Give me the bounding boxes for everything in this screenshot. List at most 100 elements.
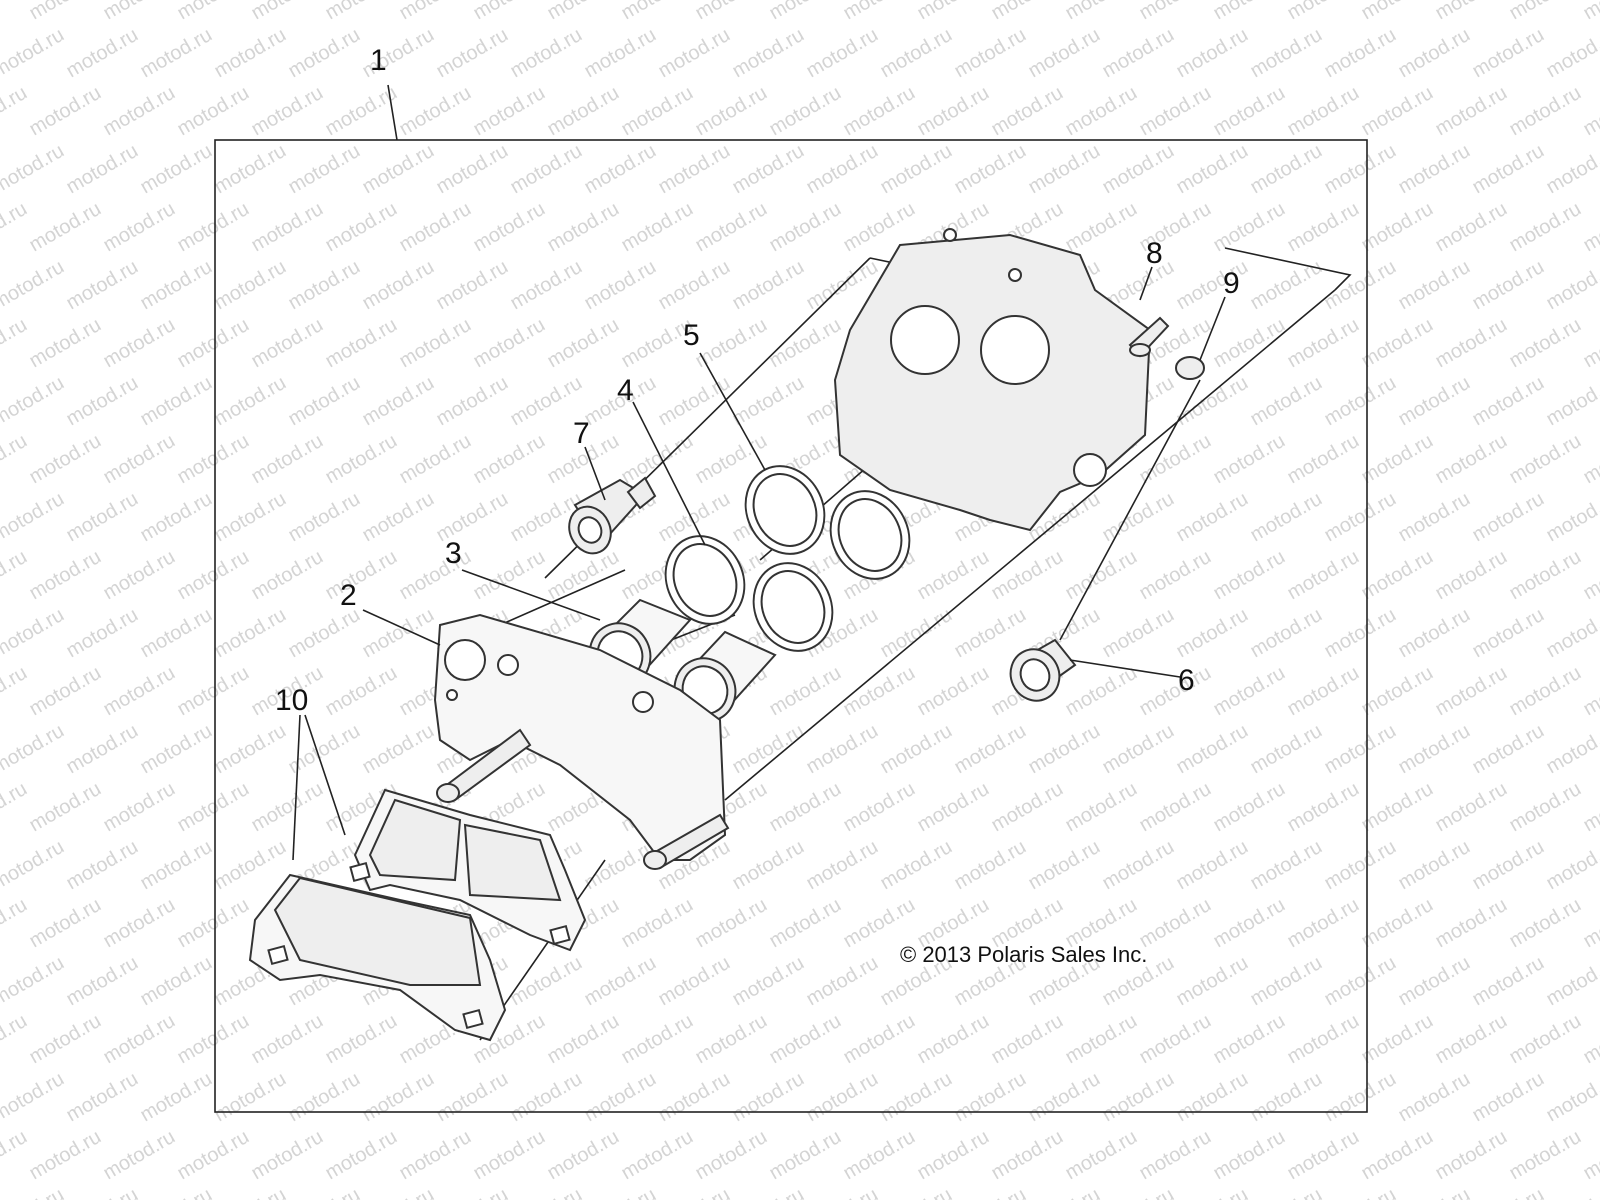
watermark-text: motod.ru: [1469, 836, 1548, 895]
watermark-text: motod.ru: [1506, 0, 1585, 24]
watermark-text: motod.ru: [1284, 1126, 1363, 1185]
watermark-text: motod.ru: [1025, 140, 1104, 199]
watermark-text: motod.ru: [951, 140, 1030, 199]
watermark-text: motod.ru: [988, 1010, 1067, 1069]
watermark-text: motod.ru: [1247, 1184, 1326, 1200]
watermark-text: motod.ru: [1210, 546, 1289, 605]
watermark-text: motod.ru: [470, 1126, 549, 1185]
watermark-text: motod.ru: [174, 430, 253, 489]
watermark-text: motod.ru: [1506, 430, 1585, 489]
watermark-text: motod.ru: [914, 662, 993, 721]
watermark-text: motod.ru: [174, 894, 253, 953]
watermark-text: motod.ru: [396, 198, 475, 257]
watermark-text: motod.ru: [63, 256, 142, 315]
watermark-text: motod.ru: [1099, 24, 1178, 83]
watermark-text: motod.ru: [988, 546, 1067, 605]
watermark-text: motod.ru: [0, 314, 31, 373]
watermark-text: motod.ru: [1062, 662, 1141, 721]
watermark-text: motod.ru: [174, 198, 253, 257]
watermark-text: motod.ru: [1321, 24, 1400, 83]
watermark-text: motod.ru: [1284, 430, 1363, 489]
watermark-text: motod.ru: [766, 778, 845, 837]
watermark-text: motod.ru: [655, 1184, 734, 1200]
watermark-text: motod.ru: [692, 82, 771, 141]
watermark-text: motod.ru: [248, 1126, 327, 1185]
watermark-text: motod.ru: [1099, 720, 1178, 779]
watermark-text: motod.ru: [63, 372, 142, 431]
watermark-text: motod.ru: [766, 1126, 845, 1185]
watermark-text: motod.ru: [359, 1184, 438, 1200]
watermark-text: motod.ru: [1247, 604, 1326, 663]
watermark-text: motod.ru: [1358, 82, 1437, 141]
watermark-text: motod.ru: [211, 256, 290, 315]
watermark-text: motod.ru: [396, 0, 475, 24]
watermark-text: motod.ru: [1136, 662, 1215, 721]
watermark-text: motod.ru: [1025, 24, 1104, 83]
watermark-text: motod.ru: [877, 604, 956, 663]
watermark-text: motod.ru: [618, 894, 697, 953]
watermark-text: motod.ru: [63, 140, 142, 199]
watermark-text: motod.ru: [1469, 604, 1548, 663]
watermark-text: motod.ru: [433, 1068, 512, 1127]
watermark-text: motod.ru: [1543, 604, 1600, 663]
watermark-text: motod.ru: [618, 0, 697, 24]
watermark-text: motod.ru: [766, 198, 845, 257]
watermark-text: motod.ru: [914, 1126, 993, 1185]
watermark-text: motod.ru: [322, 198, 401, 257]
watermark-text: motod.ru: [1321, 256, 1400, 315]
watermark-text: motod.ru: [951, 604, 1030, 663]
watermark-text: motod.ru: [1173, 24, 1252, 83]
watermark-text: motod.ru: [100, 82, 179, 141]
watermark-text: motod.ru: [1025, 1184, 1104, 1200]
callout-6: 6: [1178, 664, 1195, 697]
watermark-text: motod.ru: [1506, 314, 1585, 373]
watermark-text: motod.ru: [803, 1068, 882, 1127]
watermark-text: motod.ru: [914, 546, 993, 605]
watermark-text: motod.ru: [692, 0, 771, 24]
watermark-text: motod.ru: [137, 24, 216, 83]
watermark-text: motod.ru: [1432, 662, 1511, 721]
watermark-text: motod.ru: [433, 24, 512, 83]
watermark-text: motod.ru: [0, 140, 68, 199]
watermark-text: motod.ru: [1395, 488, 1474, 547]
watermark-text: motod.ru: [1395, 604, 1474, 663]
assembly-frame: [214, 139, 1368, 1113]
watermark-text: motod.ru: [63, 488, 142, 547]
watermark-text: motod.ru: [1247, 24, 1326, 83]
watermark-text: motod.ru: [0, 82, 31, 141]
watermark-text: motod.ru: [729, 836, 808, 895]
watermark-text: motod.ru: [1284, 894, 1363, 953]
watermark-text: motod.ru: [26, 546, 105, 605]
watermark-text: motod.ru: [396, 82, 475, 141]
watermark-text: motod.ru: [877, 836, 956, 895]
watermark-text: motod.ru: [803, 1184, 882, 1200]
watermark-text: motod.ru: [1099, 140, 1178, 199]
watermark-text: motod.ru: [1432, 1126, 1511, 1185]
watermark-text: motod.ru: [655, 140, 734, 199]
watermark-text: motod.ru: [1284, 662, 1363, 721]
watermark-text: motod.ru: [1136, 1010, 1215, 1069]
watermark-text: motod.ru: [1173, 836, 1252, 895]
watermark-text: motod.ru: [507, 1068, 586, 1127]
watermark-text: motod.ru: [396, 1126, 475, 1185]
watermark-text: motod.ru: [655, 952, 734, 1011]
watermark-text: motod.ru: [211, 24, 290, 83]
watermark-text: motod.ru: [26, 1010, 105, 1069]
watermark-text: motod.ru: [840, 1010, 919, 1069]
watermark-text: motod.ru: [1543, 836, 1600, 895]
watermark-text: motod.ru: [1247, 140, 1326, 199]
watermark-text: motod.ru: [0, 430, 31, 489]
watermark-text: motod.ru: [285, 604, 364, 663]
watermark-text: motod.ru: [359, 488, 438, 547]
watermark-text: motod.ru: [211, 720, 290, 779]
watermark-text: motod.ru: [1506, 82, 1585, 141]
watermark-text: motod.ru: [433, 1184, 512, 1200]
watermark-text: motod.ru: [1321, 1068, 1400, 1127]
watermark-text: motod.ru: [840, 778, 919, 837]
watermark-text: motod.ru: [1469, 256, 1548, 315]
watermark-text: motod.ru: [1432, 430, 1511, 489]
watermark-text: motod.ru: [1358, 430, 1437, 489]
watermark-text: motod.ru: [1506, 894, 1585, 953]
watermark-text: motod.ru: [100, 0, 179, 24]
watermark-text: motod.ru: [26, 198, 105, 257]
